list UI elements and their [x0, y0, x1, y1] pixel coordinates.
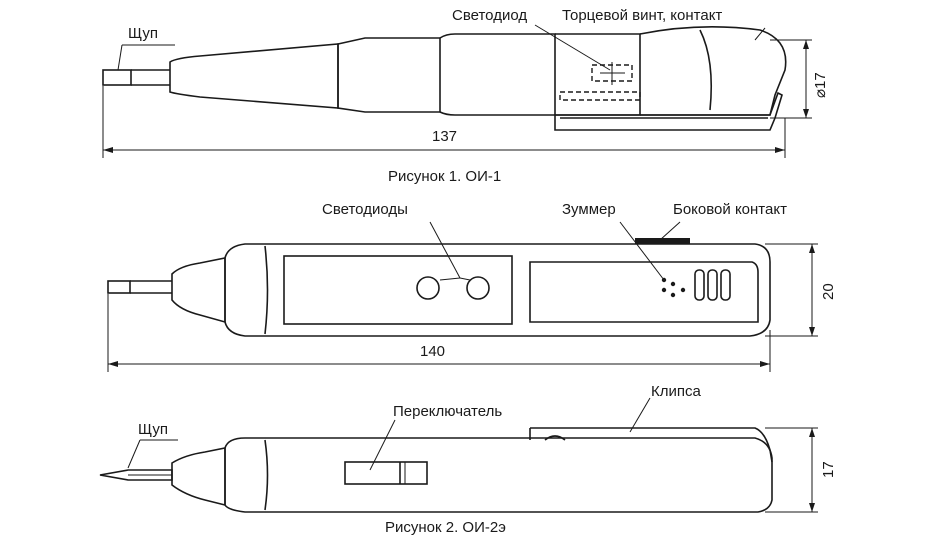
led-right — [466, 276, 490, 300]
label-led: Светодиод — [452, 7, 527, 24]
led-left — [416, 276, 440, 300]
tester-body-2 — [224, 437, 773, 513]
label-buzzer: Зуммер — [562, 201, 616, 218]
figure-middle-drawing — [107, 221, 818, 372]
dim-diameter-17: ⌀17 — [812, 72, 829, 98]
label-side-contact: Боковой контакт — [673, 201, 787, 218]
tapered-neck — [169, 43, 339, 109]
clip-2 — [530, 427, 773, 463]
dim-length-140: 140 — [420, 343, 445, 360]
probe-tip-middle — [107, 280, 131, 294]
figure-2-drawing — [99, 397, 818, 513]
tester-body-middle — [224, 243, 771, 337]
label-probe-2: Щуп — [138, 421, 168, 438]
label-switch: Переключатель — [393, 403, 502, 420]
probe-tip-1 — [102, 69, 132, 86]
label-end-screw-contact: Торцевой винт, контакт — [562, 7, 722, 24]
side-contact — [635, 238, 690, 244]
label-clip: Клипса — [651, 383, 701, 400]
grille-slot-2 — [707, 269, 718, 301]
caption-figure-1: Рисунок 1. ОИ-1 — [388, 168, 501, 185]
grille-slot-1 — [694, 269, 705, 301]
led-window — [283, 255, 513, 325]
clip-1 — [554, 91, 783, 131]
dim-length-137: 137 — [432, 128, 457, 145]
figure-1-drawing — [102, 24, 812, 158]
dim-height-20: 20 — [820, 283, 837, 300]
label-leds: Светодиоды — [322, 201, 408, 218]
caption-figure-2: Рисунок 2. ОИ-2э — [385, 519, 506, 536]
grille-slot-3 — [720, 269, 731, 301]
dim-height-17: 17 — [820, 461, 837, 478]
label-probe-1: Щуп — [128, 25, 158, 42]
buzzer-panel — [529, 261, 759, 323]
switch-slider — [344, 461, 428, 485]
